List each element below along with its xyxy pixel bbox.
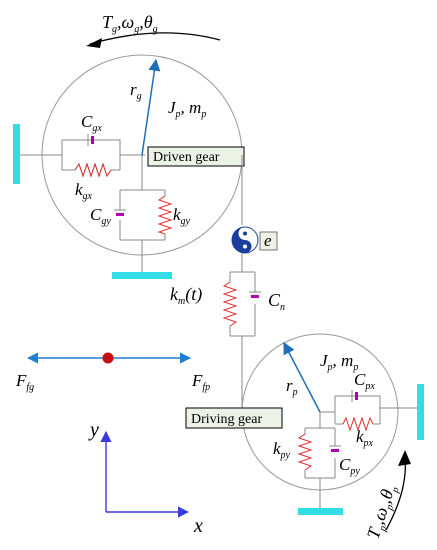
driving-right-wall: [417, 384, 424, 440]
friction-forces: Ffg Ffp: [15, 352, 210, 393]
driving-cx-label: Cpx: [354, 370, 375, 392]
driven-radius-label: rg: [130, 80, 142, 102]
driving-radius-arrow: [283, 341, 321, 413]
mesh-spring: [222, 281, 238, 327]
driven-inertia-label: Jp, mp: [168, 98, 206, 120]
eccentricity-label: e: [264, 231, 272, 250]
driven-bottom-base: [112, 272, 172, 279]
y-axis-label: y: [88, 419, 99, 441]
friction-right-label: Ffp: [191, 371, 210, 393]
driven-x-damper: [80, 134, 105, 146]
driven-gear-label: Driven gear: [153, 150, 220, 165]
driving-ky-label: kpy: [273, 439, 291, 461]
driving-x-frame: [320, 395, 381, 425]
driving-x-damper: [347, 390, 364, 402]
driven-y-spring: [157, 195, 173, 235]
coordinate-axes: y x: [88, 419, 203, 537]
driven-rotation-arrow: [89, 32, 221, 45]
driven-y-damper: [114, 209, 126, 216]
driven-left-wall: [13, 124, 20, 184]
driven-cy-label: Cgy: [90, 205, 111, 227]
driven-ky-label: kgy: [173, 205, 191, 227]
eccentricity-icon: [231, 226, 259, 254]
driving-x-spring: [342, 416, 374, 432]
driving-inertia-label: Jp, mp: [320, 351, 358, 373]
eccentricity-box: [259, 231, 278, 251]
driven-x-spring: [74, 162, 112, 178]
driving-gear-box: [185, 407, 283, 429]
friction-left-label: Ffg: [15, 371, 34, 393]
mesh-stiffness-label: km(t): [170, 284, 202, 307]
driving-y-frame: [304, 412, 336, 508]
mesh-frame: [229, 253, 256, 420]
driven-rotation-arrowhead: [86, 38, 102, 48]
driven-torque-label: Tg,ωg,θg: [102, 12, 158, 35]
driven-y-frame: [119, 189, 166, 272]
driving-rotation-arrowhead: [398, 450, 411, 466]
driven-gear-box: [147, 146, 245, 167]
friction-center-dot: [102, 352, 114, 364]
driven-cx-label: Cgx: [81, 112, 102, 134]
driving-y-spring: [297, 433, 313, 471]
driving-torque-label: Tp,ωp,θp: [363, 482, 402, 542]
driven-x-frame: [61, 139, 145, 178]
mesh-damping-label: Cn: [268, 290, 285, 313]
driving-y-damper: [329, 445, 341, 452]
driving-gear-label: Driving gear: [191, 412, 262, 427]
driving-bottom-base: [298, 508, 343, 515]
driven-kx-label: kgx: [75, 180, 93, 202]
mesh-damper: [249, 291, 261, 298]
driven-radius-arrow: [141, 58, 161, 156]
mesh-assembly: e km(t) Cn: [170, 155, 285, 420]
driven-gear-assembly: Driven gear Tg,ωg,θg rg Jp, mp Cgx kgx C…: [13, 12, 245, 279]
driving-gear-assembly: Driving gear rp Jp, mp Cpx kpx kpy Cpy T…: [185, 333, 424, 542]
driving-cy-label: Cpy: [339, 455, 360, 477]
driving-radius-label: rp: [286, 376, 298, 398]
x-axis-label: x: [193, 515, 203, 537]
driving-kx-label: kpx: [356, 427, 374, 449]
